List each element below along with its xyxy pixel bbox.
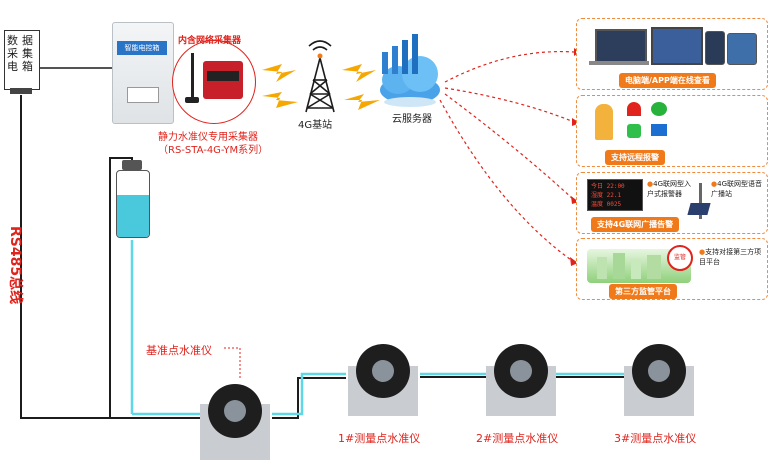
broadcast-text: ●4G联网型语音广播站 — [711, 180, 762, 198]
collector-name-line1: 静力水准仪专用采集器 — [158, 132, 258, 143]
data-box-base — [10, 88, 32, 94]
arrow-to-card-1 — [444, 50, 575, 83]
signal-right-bottom — [344, 94, 380, 110]
sms-icon — [627, 124, 641, 138]
supervision-stamp: 监管 — [667, 245, 693, 271]
collector-top-label: 内含网络采集器 — [178, 36, 242, 46]
card-3-badge: 支持4G联网广播告警 — [591, 217, 680, 232]
person-icon — [595, 104, 613, 140]
tower-icon — [305, 40, 335, 113]
tablet-icon — [727, 33, 757, 65]
reference-label: 基准点水准仪 — [146, 344, 212, 357]
water-tank — [116, 170, 150, 238]
measure-label-1: 1#测量点水准仪 — [338, 432, 421, 445]
led-display: 今日 22:00 湿度 22.1 温度 0025 — [587, 179, 643, 211]
collector-name-line2: （RS-STA-4G-YM系列） — [158, 145, 269, 156]
card-third-party: 监管 ●支持对接第三方项目平台 第三方监管平台 — [576, 238, 768, 300]
third-party-text: ●支持对接第三方项目平台 — [699, 248, 762, 266]
wechat-icon — [651, 102, 667, 116]
arrow-to-card-2 — [444, 87, 575, 123]
measure-label-3: 3#测量点水准仪 — [614, 432, 697, 445]
cloud-label: 云服务器 — [392, 114, 432, 125]
broadcast-station-icon — [699, 183, 702, 219]
card-remote-alarm: 支持远程报警 — [576, 95, 768, 167]
card-online-view: 电脑端/APP端在线查看 — [576, 18, 768, 90]
card-1-badge: 电脑端/APP端在线查看 — [619, 73, 716, 88]
arrow-to-card-4 — [439, 99, 575, 263]
signal-left-bottom — [262, 92, 298, 108]
alarm-light-icon — [627, 102, 641, 116]
level-device-2 — [482, 344, 560, 420]
card-4-badge: 第三方监管平台 — [609, 284, 677, 299]
reference-level-device — [196, 384, 274, 464]
control-cabinet: 智能电控箱 — [112, 22, 174, 124]
card-2-badge: 支持远程报警 — [605, 150, 665, 165]
laptop-icon — [595, 29, 647, 63]
monitor-icon — [651, 27, 703, 65]
level-device-1 — [344, 344, 422, 420]
solar-panel-icon — [687, 203, 711, 215]
rs485-label: RS485总线 — [7, 226, 23, 305]
card-4g-broadcast: 今日 22:00 湿度 22.1 温度 0025 ●4G联网型入户式报警器 ●4… — [576, 172, 768, 234]
phone-icon — [705, 31, 725, 65]
alarm-device-text: ●4G联网型入户式报警器 — [647, 180, 691, 198]
rs485-bus-line — [20, 95, 200, 419]
tank-cap — [122, 160, 142, 170]
tower-label: 4G基站 — [298, 120, 333, 131]
measure-label-2: 2#测量点水准仪 — [476, 432, 559, 445]
level-device-3 — [620, 344, 698, 420]
data-box-label: 数据 采集 电箱 — [7, 34, 33, 73]
collector-device — [172, 40, 256, 124]
arrow-to-card-3 — [444, 93, 575, 201]
email-icon — [651, 124, 667, 136]
signal-right-top — [342, 64, 376, 82]
cabinet-title: 智能电控箱 — [117, 41, 167, 55]
cloud-server-icon — [380, 34, 440, 107]
signal-left-top — [262, 64, 296, 82]
